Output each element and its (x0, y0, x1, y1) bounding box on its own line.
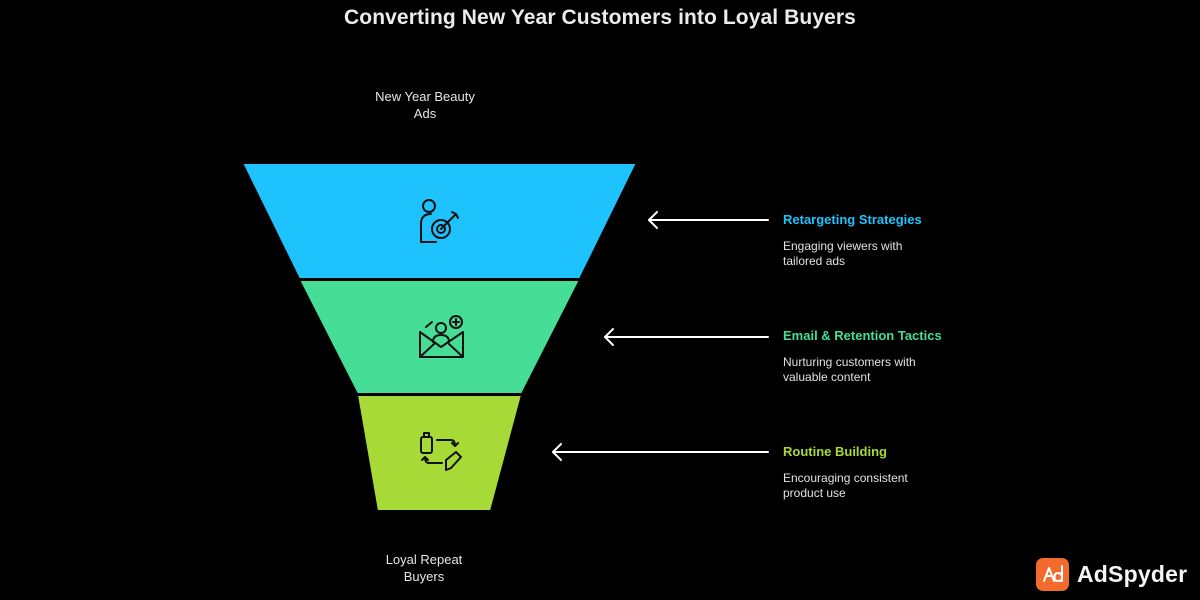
arrow-stage-1 (648, 211, 769, 229)
email-add-user-icon (419, 315, 464, 358)
routine-cycle-icon (420, 432, 462, 471)
brand-name: AdSpyder (1077, 560, 1188, 587)
funnel-bottom-label: Loyal Repeat Buyers (385, 552, 463, 584)
funnel-top-label: New Year Beauty Ads (375, 89, 475, 121)
stage-2-text: Email & Retention Tactics Nurturing cust… (783, 328, 983, 385)
target-person-icon (420, 199, 459, 243)
stage-1-text: Retargeting Strategies Engaging viewers … (783, 212, 983, 269)
page-title: Converting New Year Customers into Loyal… (344, 6, 856, 29)
arrow-stage-3 (552, 443, 769, 461)
adspyder-logo-icon (1036, 557, 1069, 591)
stage-2-heading: Email & Retention Tactics (783, 328, 942, 343)
stage-1-heading: Retargeting Strategies (783, 212, 922, 227)
brand-logo: AdSpyder (1036, 557, 1187, 591)
stage-1-description: Engaging viewers with tailored ads (783, 239, 903, 268)
stage-3-description: Encouraging consistent product use (783, 471, 908, 500)
arrow-stage-2 (604, 328, 769, 346)
stage-3-text: Routine Building Encouraging consistent … (783, 444, 983, 501)
funnel-stage-3 (355, 394, 524, 512)
stage-2-description: Nurturing customers with valuable conten… (783, 355, 916, 384)
stage-3-heading: Routine Building (783, 444, 887, 459)
funnel-stage-2 (297, 279, 582, 395)
